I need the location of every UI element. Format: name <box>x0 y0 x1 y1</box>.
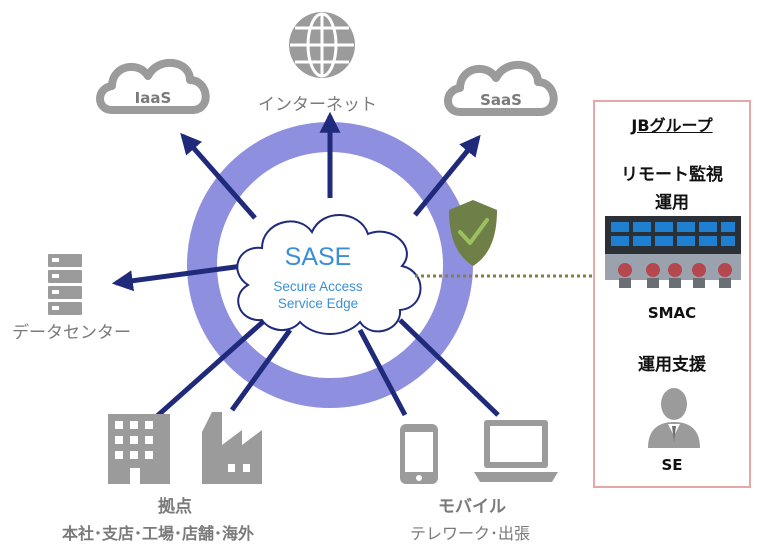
arrow-mobile-1 <box>357 328 408 417</box>
smartphone-icon <box>400 424 438 484</box>
mobile-subtitle: テレワーク･出張 <box>410 524 531 543</box>
saas-cloud-icon <box>444 60 558 116</box>
server-icon <box>48 254 82 315</box>
datacenter-label: データセンター <box>12 323 131 343</box>
arrow-site-1 <box>145 318 267 427</box>
connection-arrows <box>111 111 500 427</box>
sites-title: 拠点 <box>158 497 192 517</box>
iaas-label: IaaS <box>135 89 172 107</box>
sase-line2: Service Edge <box>278 296 358 311</box>
laptop-icon <box>474 420 558 482</box>
smac-label: SMAC <box>647 304 697 322</box>
internet-label: インターネット <box>258 95 377 115</box>
shield-check-icon <box>449 200 497 266</box>
se-label: SE <box>661 456 683 474</box>
monitoring-line1: リモート監視 <box>621 165 723 185</box>
building-icon <box>108 414 170 484</box>
jb-group-panel: JBグループ リモート監視 運用 SMAC 運用支援 SE <box>593 100 751 488</box>
sites-subtitle: 本社･支店･工場･店舗･海外 <box>62 524 255 543</box>
monitoring-line2: 運用 <box>655 193 689 213</box>
server-rack-icon <box>605 216 741 288</box>
person-icon <box>648 388 700 448</box>
globe-icon <box>289 12 355 78</box>
iaas-cloud-icon <box>96 58 210 114</box>
jb-panel-title: JBグループ <box>631 116 713 135</box>
arrow-site-2 <box>229 328 293 412</box>
arrow-saas <box>413 134 481 217</box>
support-label: 運用支援 <box>638 355 706 375</box>
mobile-title: モバイル <box>438 497 506 517</box>
factory-icon <box>202 412 262 484</box>
sase-line1: Secure Access <box>273 279 363 294</box>
sase-cloud-icon <box>236 214 422 335</box>
saas-label: SaaS <box>480 91 522 109</box>
sase-title: SASE <box>285 243 352 271</box>
arrow-datacenter <box>111 262 251 292</box>
arrow-iaas <box>180 132 257 220</box>
arrow-mobile-2 <box>398 318 500 417</box>
